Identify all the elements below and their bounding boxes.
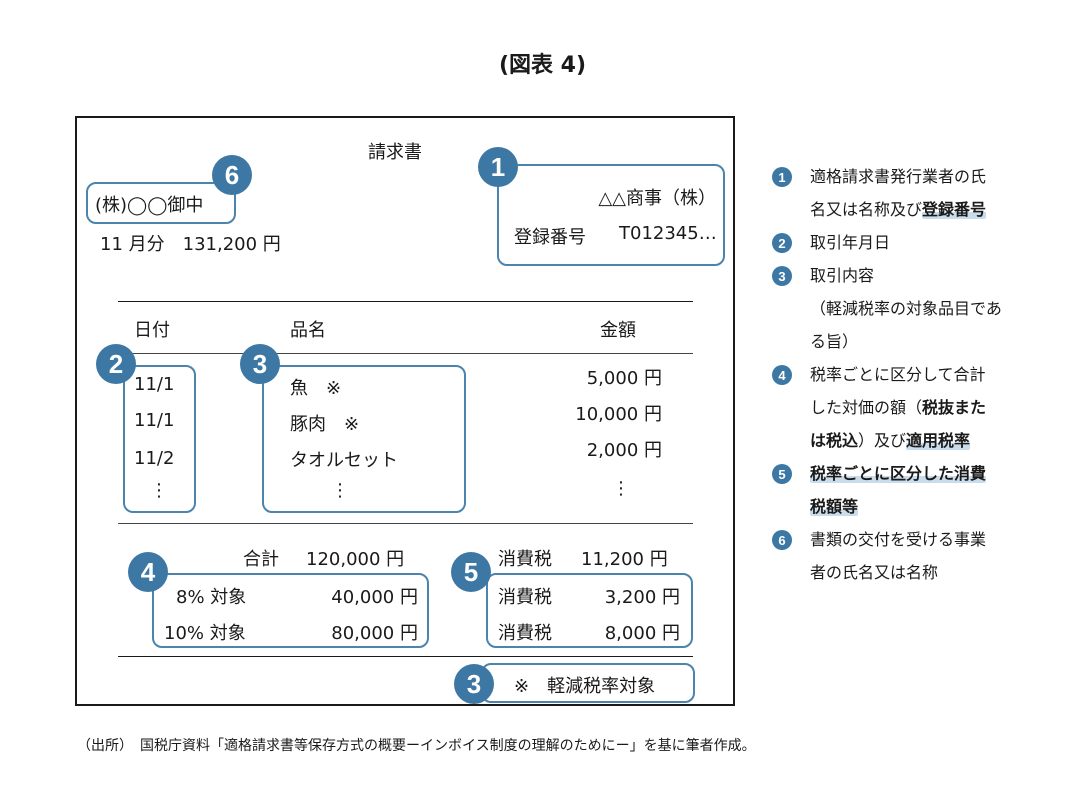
rate-breakdown-box [152,573,429,648]
legend-badge: 6 [772,530,792,550]
legend-item-3: 3 取引内容 （軽減税率の対象品目である旨） [772,259,1072,358]
figure-title: (図表 4) [498,53,587,78]
invoice-frame [75,116,735,706]
legend-badge: 4 [772,365,792,385]
legend-text: 適格請求書発行業者の氏 [810,167,987,186]
legend-line: る旨） [810,325,1072,358]
legend-text: 適用税率 [906,431,971,450]
legend-text: 取引年月日 [810,233,891,252]
issuer-name: △△商事（株） [598,188,716,209]
legend-text: 税率ごとに区分した消費 [810,464,987,483]
recipient-name: (株)◯◯御中 [95,195,204,216]
source-note: （出所） 国税庁資料「適格請求書等保存方式の概要ーインボイス制度の理解のためにー… [77,738,756,754]
legend-line: 取引年月日 [810,226,1072,259]
date-box [123,365,196,513]
rule-top [118,301,693,302]
badge-3-note: 3 [454,664,494,704]
rate-10-label: 10% 対象 [164,623,246,644]
legend-badge: 2 [772,233,792,253]
tax-8-value: 3,200 円 [604,587,680,608]
legend-line: 書類の交付を受ける事業 [810,523,1072,556]
legend-line: 者の氏名又は名称 [810,556,1072,589]
legend-text: 税率ごとに区分して合計 [810,365,986,384]
legend-text: 税額等 [810,497,859,516]
legend-text: 登録番号 [922,200,987,219]
rule-header [118,353,693,354]
legend-text: る旨） [810,332,859,351]
row-2-date: 11/1 [134,410,175,431]
recipient-box [86,182,236,224]
rate-8-label: 8% 対象 [176,587,247,608]
legend-line: 適格請求書発行業者の氏 [810,160,1072,193]
legend-line: は税込）及び適用税率 [810,424,1072,457]
legend-badge: 1 [772,167,792,187]
row-1-date: 11/1 [134,374,175,395]
row-3-date: 11/2 [134,448,175,469]
legend-line: 税率ごとに区分した消費 [810,457,1072,490]
legend-text: 税抜また [922,398,987,417]
legend-text: ）及び [858,431,907,450]
legend-text: した対価の額（ [810,398,923,417]
legend-line: 税率ごとに区分して合計 [810,358,1072,391]
row-1-amount: 5,000 円 [586,368,662,389]
invoice-title: 請求書 [368,142,422,163]
header-amount: 金額 [600,320,636,341]
rate-8-value: 40,000 円 [331,587,418,608]
date-ellipsis: ⋮ [150,480,168,501]
total-label: 合計 [243,549,279,570]
header-date: 日付 [134,320,170,341]
issuer-box [497,164,725,266]
amount-ellipsis: ⋮ [612,478,630,499]
legend-line: （軽減税率の対象品目であ [810,292,1072,325]
badge-4: 4 [128,552,168,592]
rate-10-value: 80,000 円 [331,623,418,644]
month-total: 11 月分 131,200 円 [100,234,281,255]
legend-badge: 5 [772,464,792,484]
legend-text: 者の氏名又は名称 [810,563,939,582]
legend-text: 書類の交付を受ける事業 [810,530,987,549]
badge-2: 2 [96,344,136,384]
legend-badge: 3 [772,266,792,286]
legend-line: した対価の額（税抜また [810,391,1072,424]
row-2-item: 豚肉 ※ [290,414,360,435]
legend-line: 取引内容 [810,259,1072,292]
legend-line: 税額等 [810,490,1072,523]
tax-8-label: 消費税 [498,587,552,608]
tax-10-value: 8,000 円 [604,623,680,644]
badge-3: 3 [240,344,280,384]
row-3-item: タオルセット [290,450,398,471]
legend-item-5: 5 税率ごとに区分した消費税額等 [772,457,1072,523]
legend-item-2: 2 取引年月日 [772,226,1072,259]
row-2-amount: 10,000 円 [575,404,662,425]
legend-text: 名又は名称及び [810,200,923,219]
registration-label: 登録番号 [514,227,586,248]
legend-text: は税込 [810,431,859,450]
tax-breakdown-box [486,573,693,648]
tax-total-label: 消費税 [498,549,552,570]
rule-body [118,523,693,524]
header-item: 品名 [290,320,326,341]
registration-number: T012345… [619,223,717,244]
tax-total-value: 11,200 円 [581,549,668,570]
row-1-item: 魚 ※ [290,378,342,399]
reduced-rate-note: ※ 軽減税率対象 [514,676,656,697]
badge-6: 6 [212,155,252,195]
legend-text: （軽減税率の対象品目であ [810,299,1002,318]
tax-10-label: 消費税 [498,623,552,644]
legend-line: 名又は名称及び登録番号 [810,193,1072,226]
rule-bottom [118,656,693,657]
badge-1: 1 [478,147,518,187]
legend-item-6: 6 書類の交付を受ける事業者の氏名又は名称 [772,523,1072,589]
legend-text: 取引内容 [810,266,875,285]
item-box [262,365,466,513]
row-3-amount: 2,000 円 [586,440,662,461]
item-ellipsis: ⋮ [331,480,349,501]
total-value: 120,000 円 [306,549,405,570]
badge-5: 5 [451,552,491,592]
